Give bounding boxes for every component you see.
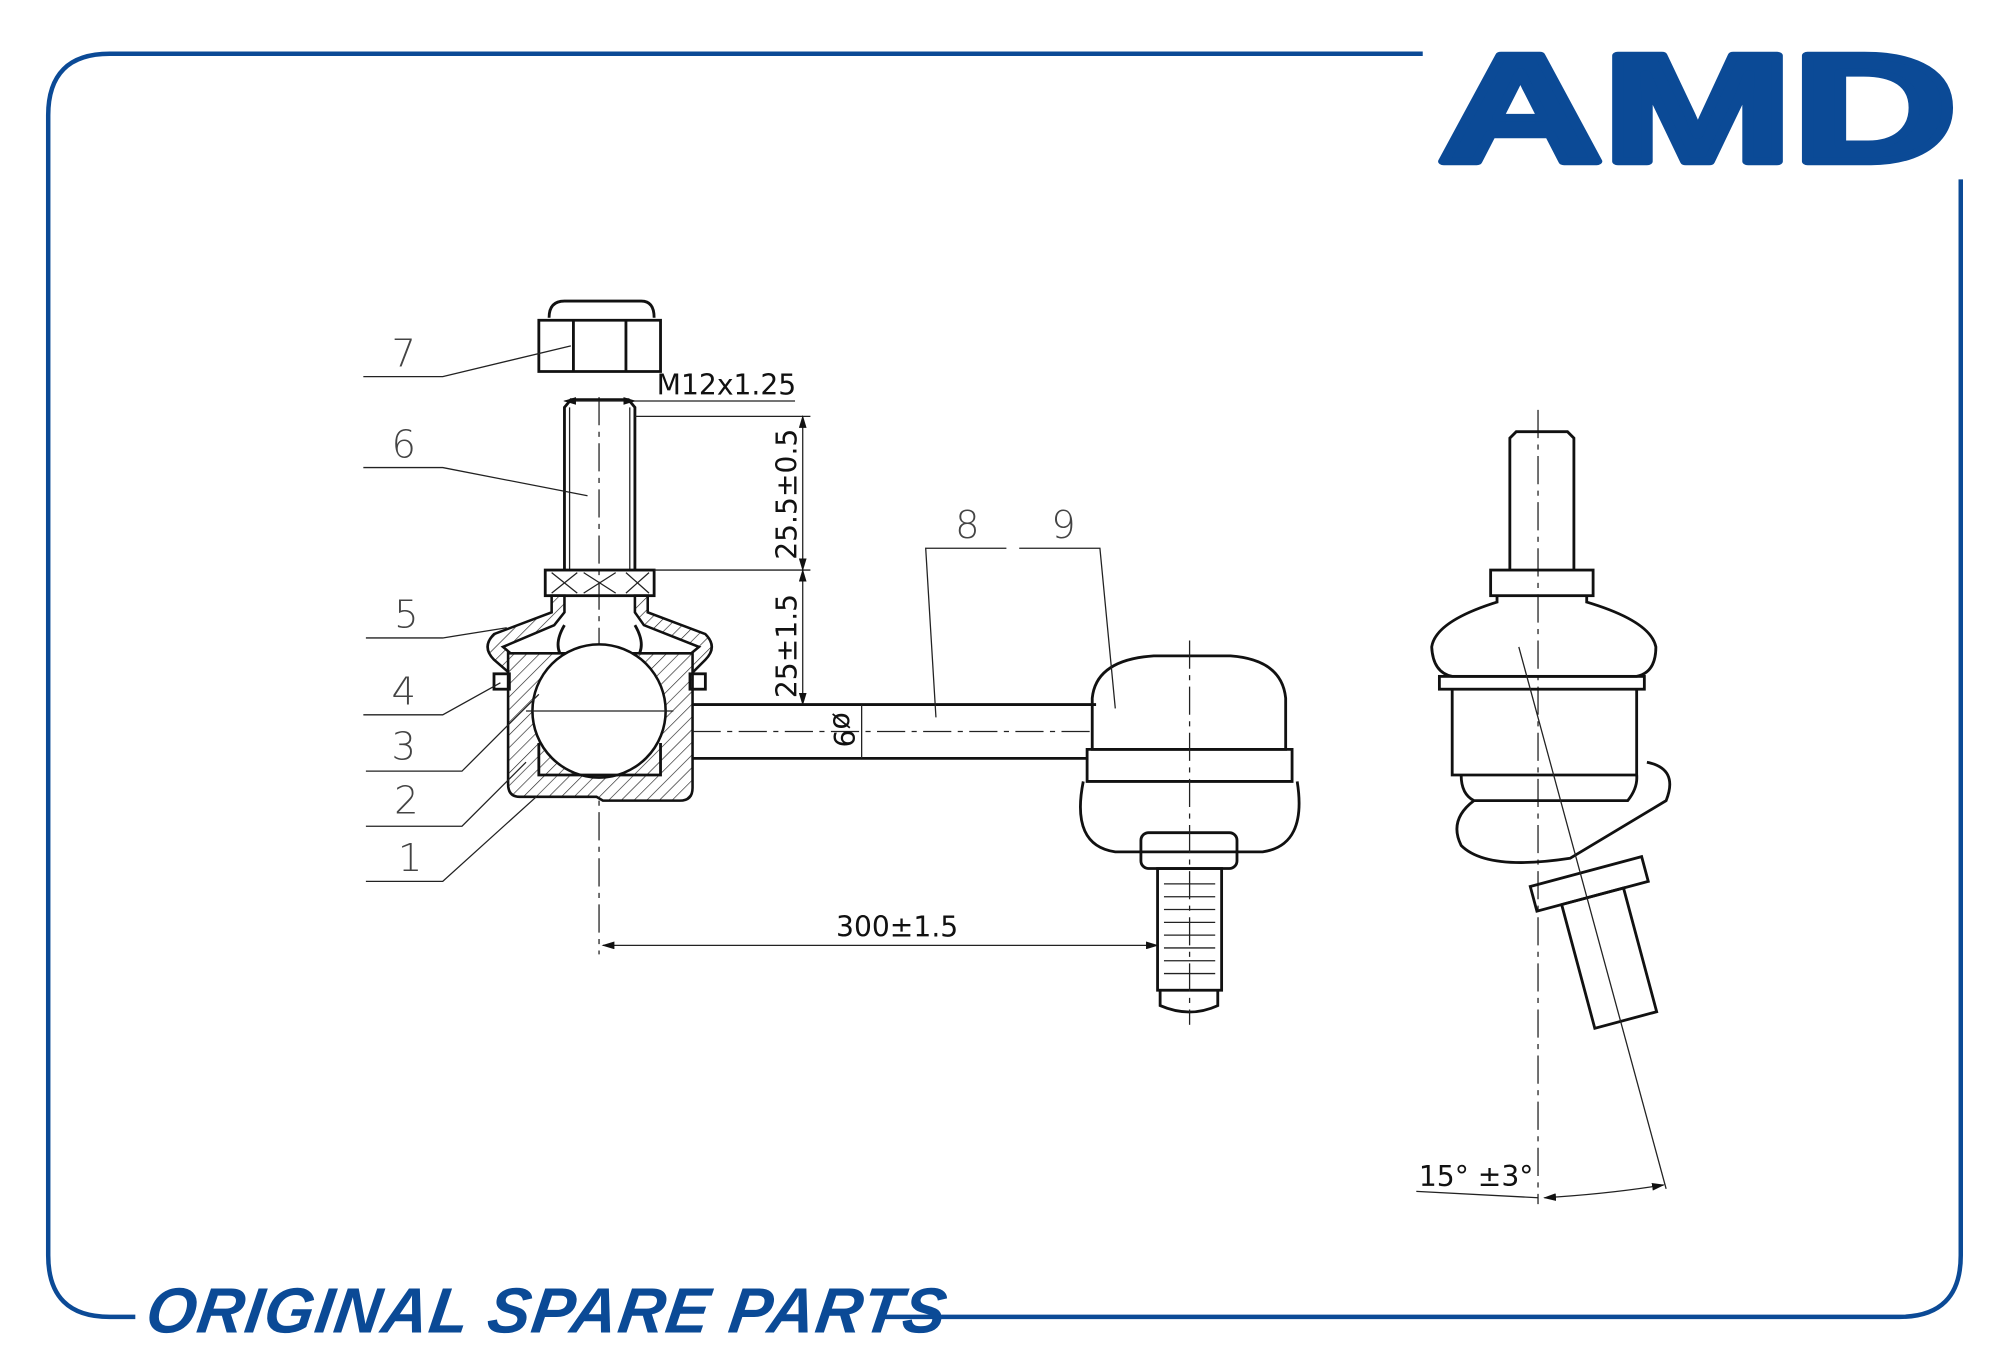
dim-thread: M12x1.25 (657, 369, 797, 402)
label-9: 9 (1051, 503, 1075, 548)
label-4: 4 (392, 670, 416, 715)
dim-stud-length: 25.5±0.5 (770, 429, 803, 560)
label-7: 7 (392, 331, 416, 376)
dimension-lines (563, 397, 1159, 950)
ball-joint-left (486, 299, 714, 955)
bushing-end (1079, 640, 1301, 1025)
bar (692, 703, 1097, 760)
label-5: 5 (394, 593, 418, 638)
label-8: 8 (955, 503, 979, 548)
dim-angle: 15° ±3° (1419, 1160, 1534, 1193)
frame-border (45, 51, 1964, 1320)
dim-center-distance: 300±1.5 (836, 910, 958, 943)
amd-logo: AMD (1438, 22, 1957, 194)
leader-lines (363, 345, 1116, 882)
dim-bar-diameter: ø9 (826, 712, 859, 747)
label-3: 3 (392, 725, 416, 770)
label-6: 6 (392, 422, 416, 467)
dim-collar-height: 25±1.5 (770, 594, 803, 698)
tagline: ORIGINAL SPARE PARTS (142, 1275, 952, 1347)
label-2: 2 (394, 778, 418, 823)
label-1: 1 (398, 836, 422, 881)
side-view (1416, 409, 1672, 1205)
